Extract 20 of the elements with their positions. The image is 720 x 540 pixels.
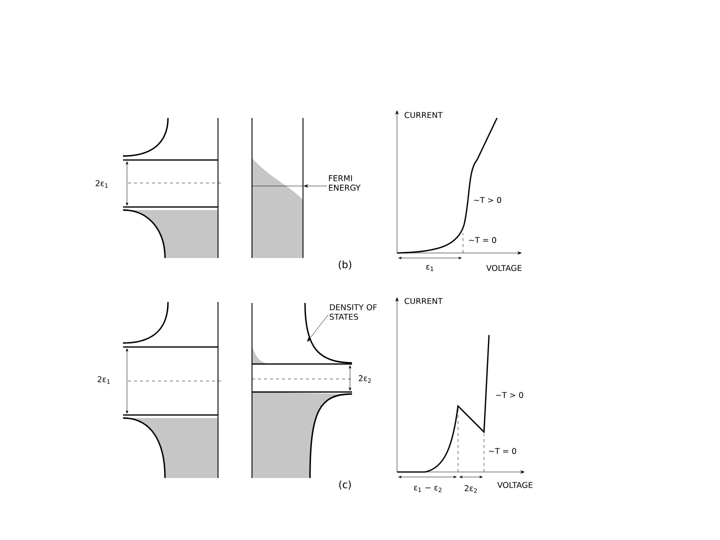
axis-label: CURRENT [404, 298, 443, 304]
curve-label: ~T = 0 [469, 236, 496, 244]
panel-label: (b) [338, 260, 352, 270]
axis-label: VOLTAGE [497, 482, 533, 488]
leader-label: FERMI ENERGY [329, 175, 361, 191]
dimension-label: 2ε$_{1}$ [96, 180, 108, 188]
axis-label: VOLTAGE [486, 264, 522, 272]
dimension-label: 2ε$_{1}$ [98, 376, 110, 384]
axis-label: CURRENT [404, 112, 443, 118]
dimension-label: 2ε$_{2}$ [464, 485, 477, 493]
dimension-label: ε$_{1}$ − ε$_{2}$ [414, 486, 442, 492]
panel-label: (c) [339, 480, 351, 490]
leader-line [307, 314, 328, 342]
leader-label: DENSITY OF STATES [330, 304, 377, 320]
curve-label: ~T > 0 [474, 196, 502, 204]
dimension-label: ε$_{1}$ [426, 264, 434, 272]
curve-label: ~T > 0 [496, 392, 524, 398]
curve-label: ~T = 0 [489, 448, 516, 454]
dimension-label: 2ε$_{2}$ [358, 375, 371, 383]
leader-line [304, 184, 328, 188]
